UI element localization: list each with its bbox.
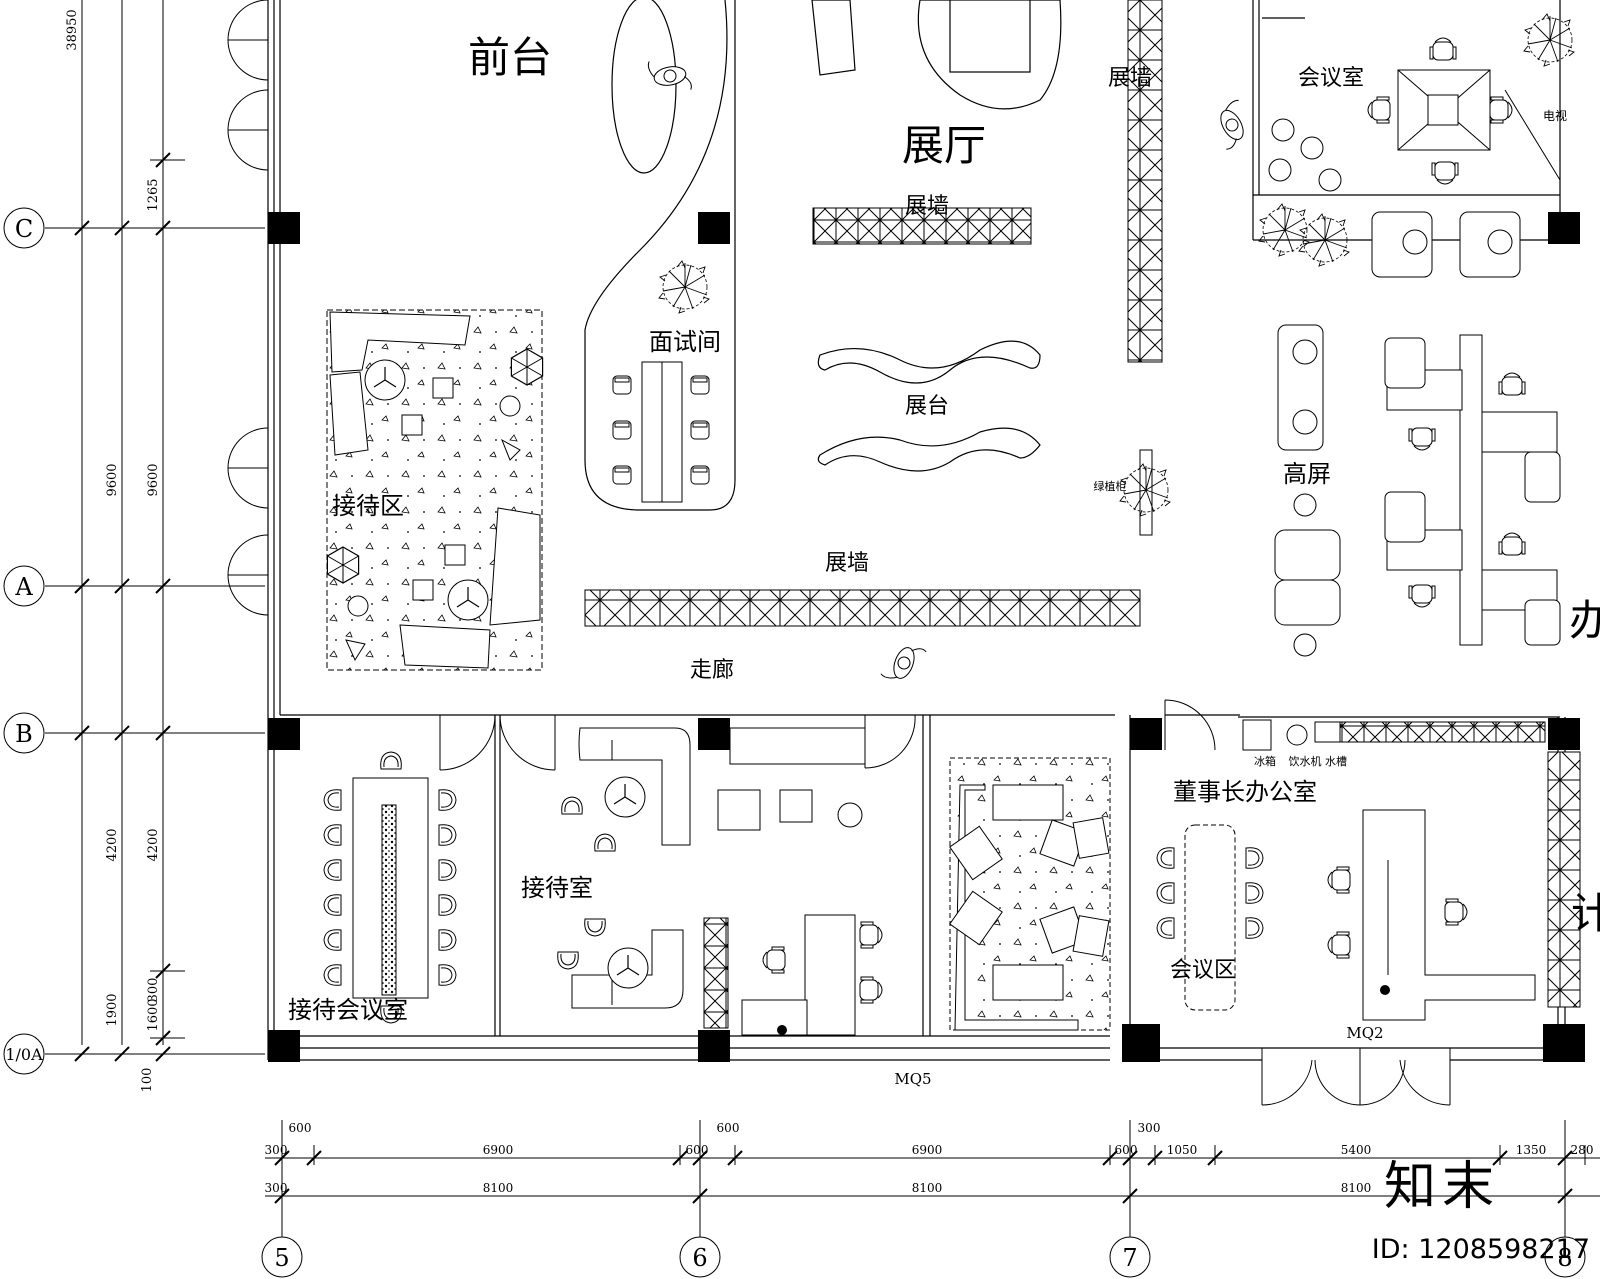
exhibit-walls: [584, 0, 1581, 1029]
dim-h-600-c: 600: [717, 1121, 740, 1135]
label-mq5: MQ5: [894, 1070, 931, 1088]
dim-h-5400: 5400: [1341, 1143, 1372, 1157]
dim-h-300-b: 300: [1138, 1121, 1161, 1135]
dim-h-6900-b: 6900: [912, 1143, 943, 1157]
label-front-desk: 前台: [468, 33, 552, 82]
floor-outlet-2: [777, 1025, 787, 1035]
dim-total: 38950: [65, 9, 80, 50]
label-reception-area: 接待区: [332, 492, 404, 520]
label-showroom: 展厅: [902, 121, 986, 170]
label-high-screen: 高屏: [1283, 460, 1331, 488]
label-reception-room: 接待室: [521, 874, 593, 902]
axis-bubbles-bottom: [261, 1236, 1586, 1278]
dim-100: 100: [140, 1068, 155, 1093]
label-reception-meeting-room: 接待会议室: [288, 996, 408, 1024]
axis-bubble-6: [679, 1236, 721, 1278]
dim-h-600-a: 600: [289, 1121, 312, 1135]
dim-h-600-b: 600: [686, 1143, 709, 1157]
axis-bubble-b: [3, 712, 45, 754]
dim-4200-b: 4200: [146, 828, 161, 861]
dim-h-280: 280: [1571, 1143, 1594, 1157]
chairman-office-furniture: [1184, 719, 1536, 1021]
axis-label-6: 6: [692, 1244, 707, 1272]
watermark-id: ID: 1208598217: [1371, 1234, 1590, 1265]
meeting-room-furniture: [1268, 69, 1561, 278]
reception-area-zone: [326, 309, 544, 671]
doors: [439, 699, 1451, 1106]
floor-outlet: [1380, 985, 1390, 995]
front-desk-furniture: [584, 0, 1062, 511]
dim-1900: 1900: [105, 993, 120, 1026]
dim-h2-8100-c: 8100: [1341, 1181, 1372, 1195]
label-mq2: MQ2: [1346, 1024, 1383, 1042]
label-interview-room: 面试间: [649, 328, 721, 356]
label-meeting-room: 会议室: [1298, 66, 1364, 91]
label-exhibit-wall-right: 展墙: [1108, 66, 1152, 91]
label-sink: 水槽: [1325, 755, 1347, 768]
office-furniture: [717, 727, 866, 1036]
axis-label-5: 5: [274, 1244, 289, 1272]
label-chairman-office: 董事长办公室: [1173, 778, 1317, 806]
axis-label-7: 7: [1122, 1244, 1137, 1272]
dim-h-600-d: 600: [1115, 1143, 1138, 1157]
dim-h-1050: 1050: [1167, 1143, 1198, 1157]
dim-300: 300: [146, 978, 161, 1003]
label-tv: 电视: [1543, 108, 1567, 123]
axis-bubble-8: [1544, 1236, 1586, 1278]
axis-label-0a: 1/0A: [5, 1045, 43, 1064]
bottom-dimension-lines: [265, 1120, 1600, 1240]
left-window-arcs: [227, 0, 269, 616]
watermark-brand: 知末: [1383, 1157, 1500, 1217]
label-fridge: 冰箱: [1254, 754, 1276, 768]
label-design-partial: 计: [1571, 889, 1600, 938]
axis-label-8: 8: [1557, 1244, 1572, 1272]
chairman-meeting-chairs: [1156, 847, 1264, 939]
label-exhibit-wall-top: 展墙: [905, 194, 949, 219]
dim-4200-a: 4200: [105, 828, 120, 861]
reception-meeting-table: [352, 777, 429, 999]
dim-h-300: 300: [265, 1143, 288, 1157]
dim-1600: 1600: [146, 998, 161, 1031]
plant-cabinet-box: [1139, 449, 1153, 536]
reception-room-sofas: [571, 727, 691, 1009]
lounge-area: [949, 757, 1111, 1031]
axis-bubble-c: [3, 207, 45, 249]
label-water-dispenser: 饮水机: [1289, 754, 1322, 768]
dim-1265: 1265: [146, 178, 161, 211]
dim-h-6900-a: 6900: [483, 1143, 514, 1157]
axis-label-a: A: [14, 573, 33, 601]
dim-h-1350: 1350: [1516, 1143, 1547, 1157]
axis-label-b: B: [15, 720, 33, 748]
left-dimension-lines: [45, 0, 265, 1062]
open-office-desks: [1384, 334, 1561, 646]
label-meeting-area: 会议区: [1170, 958, 1236, 983]
high-screen-furniture: [1274, 324, 1341, 657]
label-office-partial: 办: [1569, 596, 1600, 645]
interview-table: [641, 361, 683, 503]
label-plant-cabinet: 绿植柜: [1094, 479, 1127, 493]
display-stands: [817, 340, 1041, 472]
axis-bubble-0a: [3, 1033, 45, 1075]
dim-h2-8100-b: 8100: [912, 1181, 943, 1195]
label-exhibit-wall-bottom: 展墙: [825, 551, 869, 576]
label-corridor: 走廊: [690, 658, 734, 683]
axis-bubbles-left: [3, 207, 45, 1075]
dim-9600-b: 9600: [146, 463, 161, 496]
axis-bubble-5: [261, 1236, 303, 1278]
label-display-stand: 展台: [905, 394, 949, 419]
axis-label-c: C: [15, 215, 33, 243]
dim-h2-300: 300: [265, 1181, 288, 1195]
dim-9600-a: 9600: [105, 463, 120, 496]
dim-h2-8100-a: 8100: [483, 1181, 514, 1195]
axis-bubble-7: [1109, 1236, 1151, 1278]
axis-bubble-a: [3, 565, 45, 607]
